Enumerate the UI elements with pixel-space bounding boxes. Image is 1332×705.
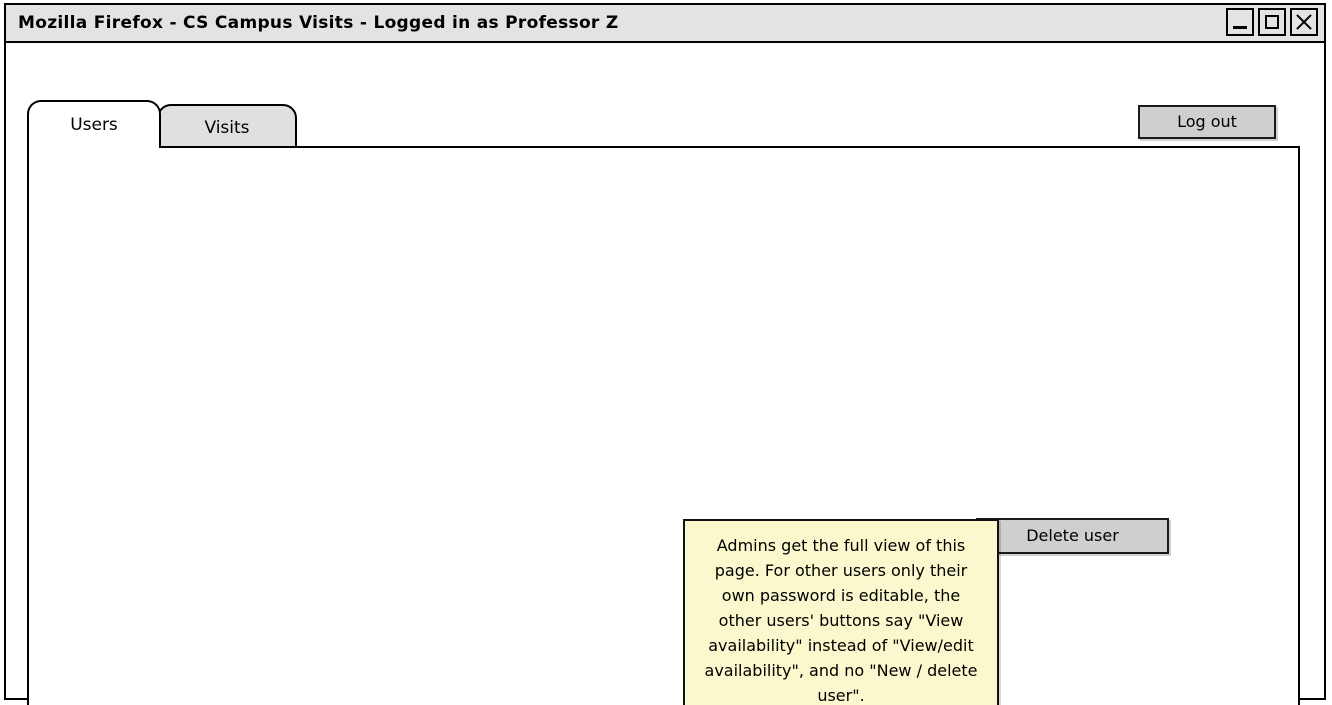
tab-users[interactable]: Users: [27, 100, 161, 148]
client-area: Visits Users Log out Name Email Password…: [6, 43, 1324, 705]
active-tab-connector: [29, 146, 159, 151]
tab-visits[interactable]: Visits: [157, 104, 297, 149]
window-controls: [1226, 8, 1318, 36]
logout-button[interactable]: Log out: [1138, 105, 1276, 139]
close-icon: [1292, 10, 1316, 34]
maximize-icon: [1265, 15, 1279, 29]
users-panel: [27, 146, 1300, 705]
minimize-button[interactable]: [1226, 8, 1254, 36]
maximize-button[interactable]: [1258, 8, 1286, 36]
window-title: Mozilla Firefox - CS Campus Visits - Log…: [18, 13, 619, 33]
annotation-sticky-note: Admins get the full view of this page. F…: [683, 519, 999, 705]
browser-window: Mozilla Firefox - CS Campus Visits - Log…: [4, 3, 1326, 705]
close-button[interactable]: [1290, 8, 1318, 36]
title-bar: Mozilla Firefox - CS Campus Visits - Log…: [6, 5, 1324, 43]
delete-user-button[interactable]: Delete user: [976, 518, 1169, 554]
minimize-icon: [1233, 26, 1247, 29]
